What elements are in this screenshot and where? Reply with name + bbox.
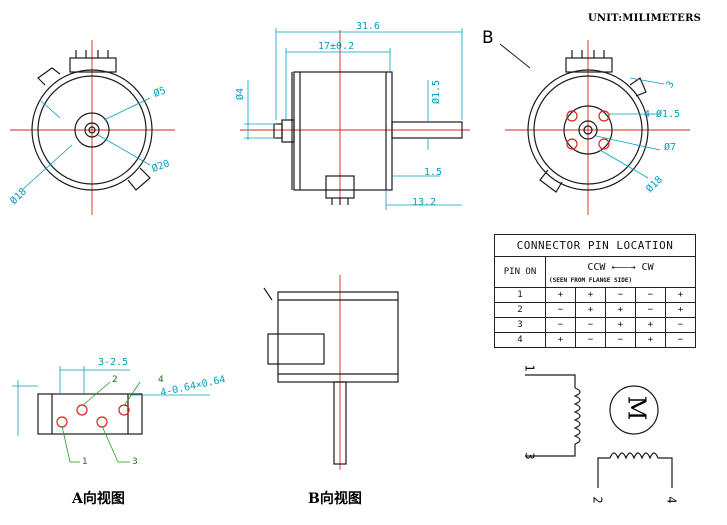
state-cell: − <box>574 332 606 348</box>
dim-label: Ø7 <box>664 142 677 153</box>
coil-schematic <box>525 374 673 488</box>
state-cell: − <box>664 317 697 333</box>
state-cell: + <box>664 302 697 318</box>
front-view <box>10 40 175 215</box>
motor-symbol: M <box>622 395 651 421</box>
table-row: 2 − + + − + <box>494 302 697 318</box>
dim-label: 4-Ø1.5 <box>644 109 681 120</box>
view-b <box>263 275 399 470</box>
dim-label: Ø4 <box>235 87 246 100</box>
pin-cell: 4 <box>494 332 546 348</box>
pin-number: 2 <box>112 375 118 385</box>
direction-label: CCW ←——→ CW <box>587 261 654 273</box>
state-cell: − <box>634 302 666 318</box>
pin-number: 1 <box>82 457 88 467</box>
pin-cell: 2 <box>494 302 546 318</box>
state-cell: + <box>545 332 576 348</box>
state-cell: + <box>545 287 576 303</box>
table-row: 4 + − − + − <box>494 332 697 348</box>
pin-cell: 1 <box>494 287 546 303</box>
state-cell: + <box>604 302 636 318</box>
pin-number: 4 <box>158 375 164 385</box>
state-cell: + <box>574 302 606 318</box>
dim-label: 31.6 <box>356 21 381 32</box>
rear-view <box>499 40 690 215</box>
connector-pin-table: CONNECTOR PIN LOCATION PIN ON CCW ←——→ C… <box>494 234 697 348</box>
state-cell: − <box>604 332 636 348</box>
dim-label: 13.2 <box>412 197 437 208</box>
view-a-caption: A向视图 <box>72 491 125 507</box>
pin-number: 3 <box>132 457 138 467</box>
dim-label: 17±0.2 <box>318 41 355 52</box>
state-cell: + <box>634 317 666 333</box>
terminal-label: 4 <box>664 496 679 504</box>
table-row: 1 + + − − + <box>494 287 697 303</box>
terminal-label: 2 <box>590 496 605 504</box>
side-view <box>240 28 470 210</box>
state-cell: + <box>664 287 697 303</box>
state-cell: − <box>545 317 576 333</box>
state-cell: + <box>604 317 636 333</box>
terminal-label: 3 <box>522 452 537 460</box>
view-b-marker: B <box>482 28 494 48</box>
state-cell: − <box>634 287 666 303</box>
state-cell: − <box>604 287 636 303</box>
state-cell: − <box>545 302 576 318</box>
dim-label: 1.5 <box>424 167 443 178</box>
state-cell: − <box>664 332 697 348</box>
pin-on-header: PIN ON <box>494 256 546 288</box>
view-b-caption: B向视图 <box>308 491 362 507</box>
unit-label: UNIT:MILIMETERS <box>588 13 702 24</box>
view-a <box>12 366 210 463</box>
pin-cell: 3 <box>494 317 546 333</box>
dim-label: 3-2.5 <box>98 357 129 368</box>
state-cell: + <box>574 287 606 303</box>
table-row: 3 − − + + − <box>494 317 697 333</box>
terminal-label: 1 <box>522 364 537 372</box>
state-cell: + <box>634 332 666 348</box>
table-title: CONNECTOR PIN LOCATION <box>494 234 696 257</box>
direction-header: CCW ←——→ CW (SEEN FROM FLANGE SIDE) <box>545 256 696 288</box>
state-cell: − <box>574 317 606 333</box>
seen-note: (SEEN FROM FLANGE SIDE) <box>549 276 633 284</box>
dim-label: Ø1.5 <box>431 79 442 104</box>
